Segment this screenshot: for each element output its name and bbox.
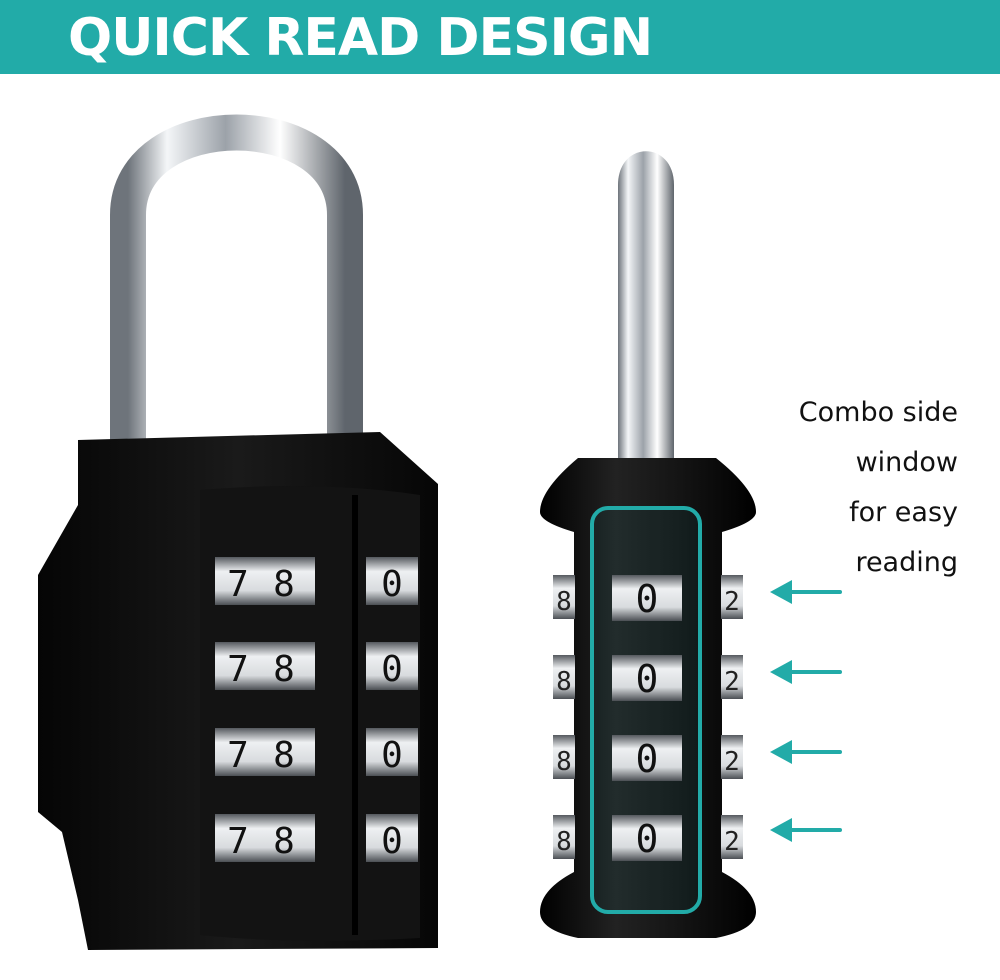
dial-digit[interactable]: 7 [227,821,249,862]
dial-wheel [215,557,315,605]
side-digit-center[interactable]: 0 [636,737,659,781]
side-wheel-edge [553,575,575,619]
dial-wheel [215,642,315,690]
arrow-left-icon [770,660,842,684]
dial-wheel [612,655,682,701]
caption-line: for easy [849,497,958,528]
dial-wheel [366,642,418,690]
front-dial-row: 7 8 0 [215,642,418,690]
dial-wheel [215,814,315,862]
caption-line: reading [855,547,958,578]
dial-digit[interactable]: 8 [273,649,295,690]
front-dial-row: 7 8 0 [215,814,418,862]
front-dial-row: 7 8 0 [215,728,418,776]
side-wheel-edge [721,815,743,859]
arrows [770,580,842,842]
dial-digit[interactable]: 8 [273,735,295,776]
side-dial-row: 8 0 2 [556,575,740,621]
dial-wheel [612,735,682,781]
side-dial-rows: 8 0 2 8 0 2 8 0 2 8 0 2 [556,575,740,861]
side-wheel-edge [721,735,743,779]
side-digit-center[interactable]: 0 [636,817,659,861]
dial-wheel [366,728,418,776]
side-wheel-edge [721,575,743,619]
dial-wheel [366,814,418,862]
side-digit-right: 2 [724,827,740,857]
side-digit-right: 2 [724,587,740,617]
side-digit-left: 8 [556,667,572,697]
dial-digit[interactable]: 7 [227,649,249,690]
caption-line: Combo side [798,397,958,428]
dial-wheel [366,557,418,605]
front-lock-body [38,432,438,950]
side-digit-left: 8 [556,747,572,777]
side-wheel-edge [553,735,575,779]
dial-digit[interactable]: 0 [381,735,403,776]
front-shackle [110,114,363,440]
caption-line: window [855,447,958,478]
side-dial-row: 8 0 2 [556,735,740,781]
side-window-caption: Combo side window for easy reading [738,388,958,588]
side-wheel-edge [721,655,743,699]
dial-digit[interactable]: 8 [273,564,295,605]
side-dial-row: 8 0 2 [556,815,740,861]
dial-digit[interactable]: 0 [381,649,403,690]
side-digit-right: 2 [724,747,740,777]
side-wheel-edge [553,655,575,699]
dial-wheel [215,728,315,776]
title-banner: QUICK READ DESIGN [0,0,1000,74]
dial-wheel [612,575,682,621]
side-digit-center[interactable]: 0 [636,657,659,701]
dial-wheel [612,815,682,861]
dial-digit[interactable]: 0 [381,821,403,862]
front-dial-rows: 7 8 0 7 8 0 7 8 0 7 8 0 [215,557,418,862]
side-wheel-edge [553,815,575,859]
side-digit-left: 8 [556,827,572,857]
side-digit-center[interactable]: 0 [636,577,659,621]
arrow-left-icon [770,580,842,604]
arrow-left-icon [770,740,842,764]
banner-title: QUICK READ DESIGN [68,8,653,68]
dial-digit[interactable]: 7 [227,564,249,605]
padlock-illustration: 7 8 0 7 8 0 7 8 0 7 8 0 [38,114,842,950]
side-digit-left: 8 [556,587,572,617]
side-digit-right: 2 [724,667,740,697]
arrow-left-icon [770,818,842,842]
dial-digit[interactable]: 7 [227,735,249,776]
side-dial-row: 8 0 2 [556,655,740,701]
side-shackle [618,151,674,470]
dial-digit[interactable]: 0 [381,564,403,605]
front-dial-row: 7 8 0 [215,557,418,605]
dial-digit[interactable]: 8 [273,821,295,862]
